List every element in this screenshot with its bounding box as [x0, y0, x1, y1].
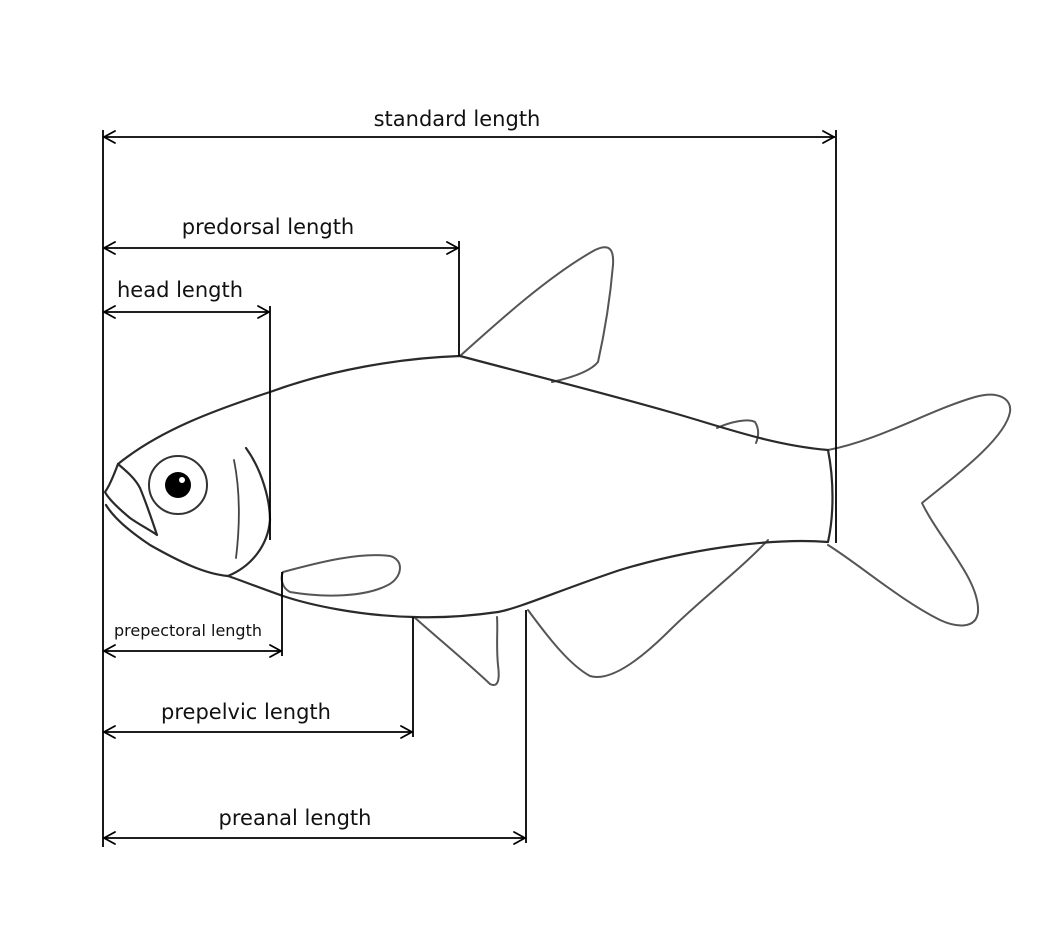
- standard-length-label: standard length: [374, 107, 541, 131]
- preoperculum: [233, 459, 240, 559]
- mouth: [103, 462, 159, 537]
- predorsal-length-label: predorsal length: [182, 215, 355, 239]
- fish-illustration: [103, 246, 1012, 686]
- dorsal-fin: [459, 246, 615, 383]
- prepectoral-length-label: prepectoral length: [114, 621, 262, 640]
- operculum: [226, 446, 272, 578]
- caudal-fin: [827, 393, 1012, 627]
- prepelvic-length-label: prepelvic length: [161, 700, 331, 724]
- anal-fin: [527, 539, 769, 678]
- pelvic-fin: [413, 616, 500, 686]
- preanal-length-label: preanal length: [219, 806, 372, 830]
- pectoral-fin: [280, 554, 401, 597]
- eye-highlight: [179, 477, 185, 483]
- standard-length-measure: standard length: [103, 107, 837, 543]
- lower-head-outline: [104, 503, 230, 578]
- pupil: [165, 472, 191, 498]
- head-length-measure: head length: [103, 278, 271, 540]
- head-length-label: head length: [117, 278, 243, 302]
- predorsal-length-measure: predorsal length: [103, 215, 460, 356]
- preanal-length-measure: preanal length: [103, 610, 527, 845]
- fish-body-outline: [116, 354, 834, 619]
- prepectoral-length-measure: prepectoral length: [103, 572, 283, 658]
- prepelvic-length-measure: prepelvic length: [103, 617, 414, 739]
